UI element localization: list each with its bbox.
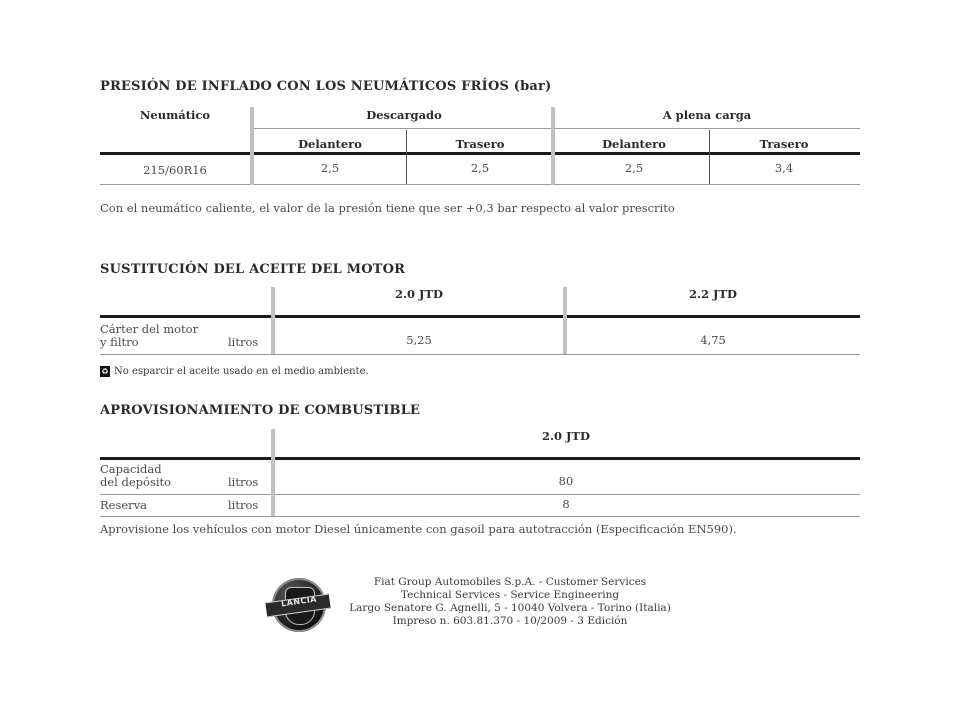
footer-line: Fiat Group Automobiles S.p.A. - Customer… xyxy=(373,576,647,588)
oil-value-2-0: 5,25 xyxy=(406,333,432,347)
fuel-row-divider xyxy=(100,494,860,495)
fuel-row-label: Reserva xyxy=(100,498,148,512)
loaded-rear-header: Trasero xyxy=(759,137,809,151)
oil-col-header-2-2: 2.2 JTD xyxy=(689,287,737,301)
column-divider xyxy=(563,287,567,354)
column-divider xyxy=(406,130,407,184)
tire-column-header: Neumático xyxy=(139,108,211,122)
column-divider xyxy=(551,107,555,185)
oil-table-bottom xyxy=(100,354,860,355)
footer-line: Largo Senatore G. Agnelli, 5 - 10040 Vol… xyxy=(349,602,671,614)
full-load-column-header: A plena carga xyxy=(662,108,752,122)
oil-table-rule xyxy=(100,315,860,318)
fuel-row-unit: litros xyxy=(228,475,259,489)
oil-row-label: y filtro xyxy=(100,335,139,349)
unloaded-column-header: Descargado xyxy=(366,108,442,122)
oil-row-label: Cárter del motor xyxy=(100,322,199,336)
oil-value-2-2: 4,75 xyxy=(700,333,726,347)
column-divider xyxy=(709,130,710,184)
lancia-logo: LANCIA xyxy=(265,578,331,632)
fuel-col-header-2-0: 2.0 JTD xyxy=(542,429,590,443)
fuel-reserve-value: 8 xyxy=(562,497,570,511)
pressure-cell: 2,5 xyxy=(320,161,340,175)
oil-note-text: No esparcir el aceite usado en el medio … xyxy=(114,366,369,377)
fuel-row-label: Capacidad xyxy=(100,462,162,476)
column-divider xyxy=(250,107,254,185)
tire-table-rule xyxy=(100,152,860,155)
fuel-capacity-value: 80 xyxy=(558,474,574,488)
tire-size-cell: 215/60R16 xyxy=(143,163,207,177)
pressure-cell: 2,5 xyxy=(624,161,644,175)
oil-environment-note: ♻ No esparcir el aceite usado en el medio… xyxy=(100,366,369,377)
pressure-cell: 2,5 xyxy=(470,161,490,175)
loaded-front-header: Delantero xyxy=(602,137,666,151)
fuel-title: APROVISIONAMIENTO DE COMBUSTIBLE xyxy=(100,403,421,418)
tire-pressure-title: PRESIÓN DE INFLADO CON LOS NEUMÁTICOS FR… xyxy=(100,79,552,94)
oil-col-header-2-0: 2.0 JTD xyxy=(395,287,443,301)
publisher-info: Fiat Group Automobiles S.p.A. - Customer… xyxy=(349,576,671,628)
column-divider xyxy=(271,429,275,516)
fuel-row-label: del depósito xyxy=(100,475,172,489)
footer-line: Technical Services - Service Engineering xyxy=(400,589,620,601)
oil-row-unit: litros xyxy=(228,335,259,349)
unloaded-rear-header: Trasero xyxy=(455,137,505,151)
tire-pressure-note: Con el neumático caliente, el valor de l… xyxy=(100,201,675,215)
column-divider xyxy=(271,287,275,354)
unloaded-front-header: Delantero xyxy=(298,137,362,151)
tire-table-bottom xyxy=(100,184,860,185)
header-divider xyxy=(252,128,860,129)
fuel-note: Aprovisione los vehículos con motor Dies… xyxy=(100,522,737,536)
pressure-cell: 3,4 xyxy=(774,161,794,175)
oil-change-title: SUSTITUCIÓN DEL ACEITE DEL MOTOR xyxy=(100,262,406,277)
fuel-table-rule xyxy=(100,457,860,460)
fuel-table-bottom xyxy=(100,516,860,517)
fuel-row-unit: litros xyxy=(228,498,259,512)
recycle-icon: ♻ xyxy=(100,366,110,377)
footer-line: Impreso n. 603.81.370 - 10/2009 - 3 Edic… xyxy=(392,615,628,627)
